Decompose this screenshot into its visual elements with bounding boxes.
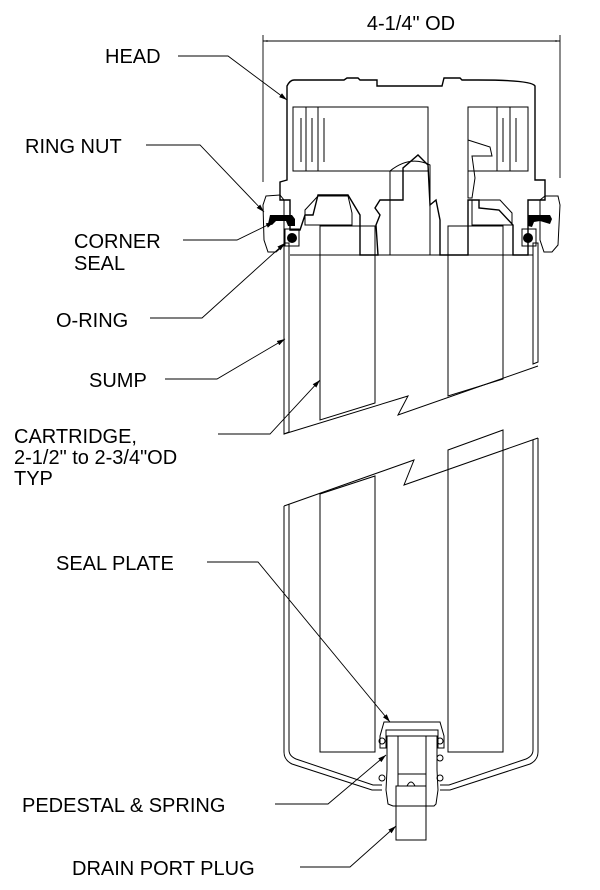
ring-nut-body-left — [262, 194, 285, 253]
ring-nut-right — [521, 195, 561, 253]
callout-label-cartridge-line3: TYP — [14, 468, 53, 490]
cartridge-right-lower — [447, 429, 504, 753]
corner-seal-left — [268, 215, 295, 226]
cartridge-right-upper — [447, 225, 504, 397]
spring-coil — [436, 737, 444, 745]
leader-sump — [165, 338, 286, 380]
callout-label-sump: SUMP — [89, 370, 147, 392]
head-left-cavity — [292, 106, 429, 172]
callout-label-seal-plate: SEAL PLATE — [56, 553, 174, 575]
callout-leaders — [146, 55, 397, 868]
head-bore-left — [304, 195, 353, 226]
dimension-label: 4-1/4" OD — [367, 13, 455, 35]
o-ring-right — [523, 233, 533, 243]
drain-port-plug-body — [395, 785, 427, 841]
sump-upper — [283, 242, 539, 435]
spring-coil — [436, 774, 444, 782]
ring-nut-body-right — [539, 195, 561, 253]
cartridge-upper — [319, 225, 504, 421]
head-body — [279, 77, 546, 256]
leader-o-ring — [150, 242, 286, 319]
sump-wall-left-upper — [283, 242, 290, 435]
head-right-port — [467, 139, 493, 199]
leader-ring-nut — [146, 144, 265, 213]
leader-drain-port-plug — [300, 825, 397, 868]
od-dimension: 4-1/4" OD — [262, 13, 561, 182]
pedestal-bore — [397, 735, 427, 775]
spring-coil — [378, 774, 386, 782]
callout-label-corner-seal-line1: CORNER — [74, 231, 161, 253]
head-bore-right — [471, 199, 513, 226]
cartridge-left-upper — [319, 225, 376, 421]
sump-wall-right-upper — [532, 242, 539, 365]
seal-plate — [379, 721, 445, 749]
head-center-passage — [389, 160, 431, 256]
cartridge-lower — [319, 429, 504, 753]
callout-label-corner-seal-line2: SEAL — [74, 253, 125, 275]
pedestal-port — [397, 773, 427, 787]
head-right-cavity — [467, 106, 529, 172]
cartridge-left-lower — [319, 475, 376, 753]
sump-lower — [283, 437, 539, 791]
drain-assembly — [378, 721, 445, 841]
callout-label-o-ring: O-RING — [56, 310, 128, 332]
break-line-upper — [283, 365, 539, 435]
break-line-lower — [283, 437, 539, 507]
callout-label-drain-port-plug: DRAIN PORT PLUG — [72, 858, 255, 880]
o-ring-groove-right — [521, 228, 537, 247]
spring-coil — [436, 754, 444, 762]
corner-seal-right — [528, 215, 552, 227]
leader-cartridge — [218, 379, 321, 435]
o-ring-groove-left — [284, 228, 300, 247]
pedestal — [385, 735, 439, 807]
callout-labels: HEAD RING NUT CORNER SEAL O-RING SUMP CA… — [14, 46, 255, 880]
callout-label-head: HEAD — [105, 46, 161, 68]
callout-label-ring-nut: RING NUT — [25, 136, 122, 158]
sump-shell-lower — [283, 438, 539, 791]
leader-corner-seal — [183, 221, 275, 241]
callout-label-cartridge-line2: 2-1/2" to 2-3/4"OD — [14, 447, 177, 469]
leader-pedestal-spring — [275, 754, 387, 805]
leader-seal-plate — [207, 561, 391, 723]
spring-coil — [378, 737, 386, 745]
pedestal-port-hole — [406, 781, 416, 787]
o-ring-left — [287, 233, 297, 243]
ring-nut-left — [262, 194, 300, 253]
leader-head — [178, 55, 288, 101]
head-part — [279, 77, 546, 256]
callout-label-pedestal-spring: PEDESTAL & SPRING — [22, 795, 225, 817]
callout-label-cartridge-line1: CARTRIDGE, — [14, 426, 137, 448]
sump-shell-lower-inner — [288, 440, 534, 786]
